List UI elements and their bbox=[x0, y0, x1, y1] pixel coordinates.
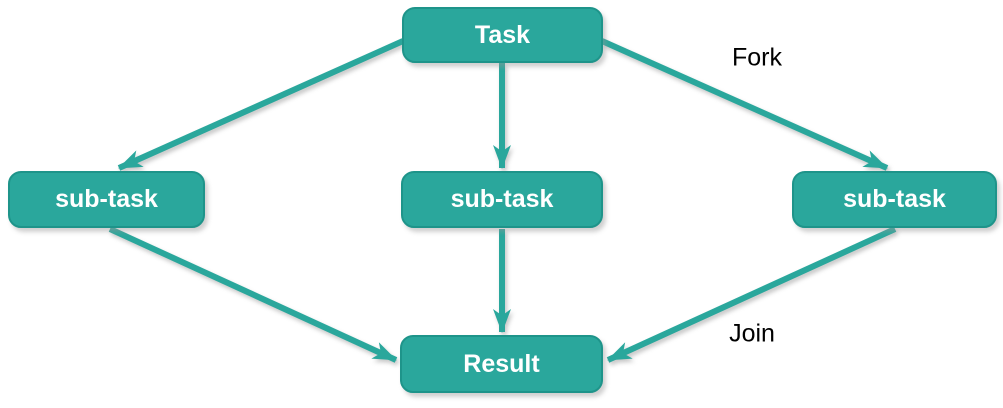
node-subtask-middle: sub-task bbox=[401, 171, 603, 228]
node-subtask-middle-label: sub-task bbox=[450, 185, 554, 213]
node-subtask-right-label: sub-task bbox=[843, 185, 946, 213]
node-subtask-left: sub-task bbox=[8, 171, 205, 228]
node-task-label: Task bbox=[474, 20, 531, 49]
arrow-subtask-left-to-result bbox=[108, 226, 398, 363]
edge-label-join: Join bbox=[729, 319, 775, 348]
node-subtask-right: sub-task bbox=[792, 171, 997, 228]
arrow-task-to-subtask-right bbox=[600, 38, 889, 171]
node-result-label: Result bbox=[463, 349, 540, 378]
node-result: Result bbox=[400, 335, 603, 393]
edge-label-fork: Fork bbox=[732, 43, 782, 72]
arrow-subtask-right-to-result bbox=[606, 226, 897, 363]
arrow-task-to-subtask-left bbox=[117, 38, 405, 171]
node-subtask-left-label: sub-task bbox=[55, 185, 158, 213]
node-task: Task bbox=[402, 7, 603, 63]
